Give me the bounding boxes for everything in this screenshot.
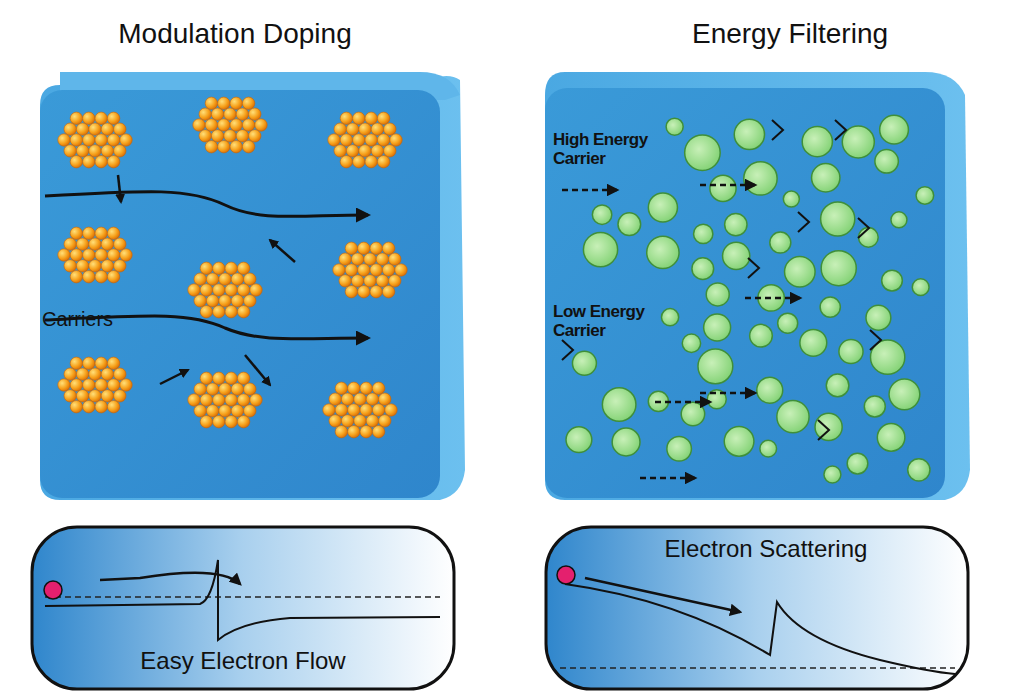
carrier-mark — [562, 120, 881, 478]
band-diagram — [546, 527, 968, 689]
material-block: Energy FilteringHigh Energy CarrierLow E… — [525, 8, 985, 503]
material-block: Modulation DopingCarriers — [20, 8, 480, 503]
band-label: Electron Scattering — [665, 535, 868, 563]
band-diagram — [32, 527, 454, 689]
nanoparticle — [566, 115, 934, 483]
carrier-label: High Energy Carrier — [553, 130, 653, 168]
band-panel: Electron Scattering — [546, 527, 968, 689]
carrier-label: Carriers — [42, 308, 113, 331]
cube — [40, 72, 465, 500]
cube — [545, 72, 970, 500]
carrier-label: Low Energy Carrier — [553, 302, 653, 340]
nanoparticle-cluster — [58, 97, 407, 438]
carrier-path — [45, 175, 368, 385]
band-label: Easy Electron Flow — [140, 647, 345, 675]
band-panel: Easy Electron Flow — [32, 527, 454, 689]
panel-title: Modulation Doping — [118, 18, 352, 50]
panel-title: Energy Filtering — [692, 18, 888, 50]
